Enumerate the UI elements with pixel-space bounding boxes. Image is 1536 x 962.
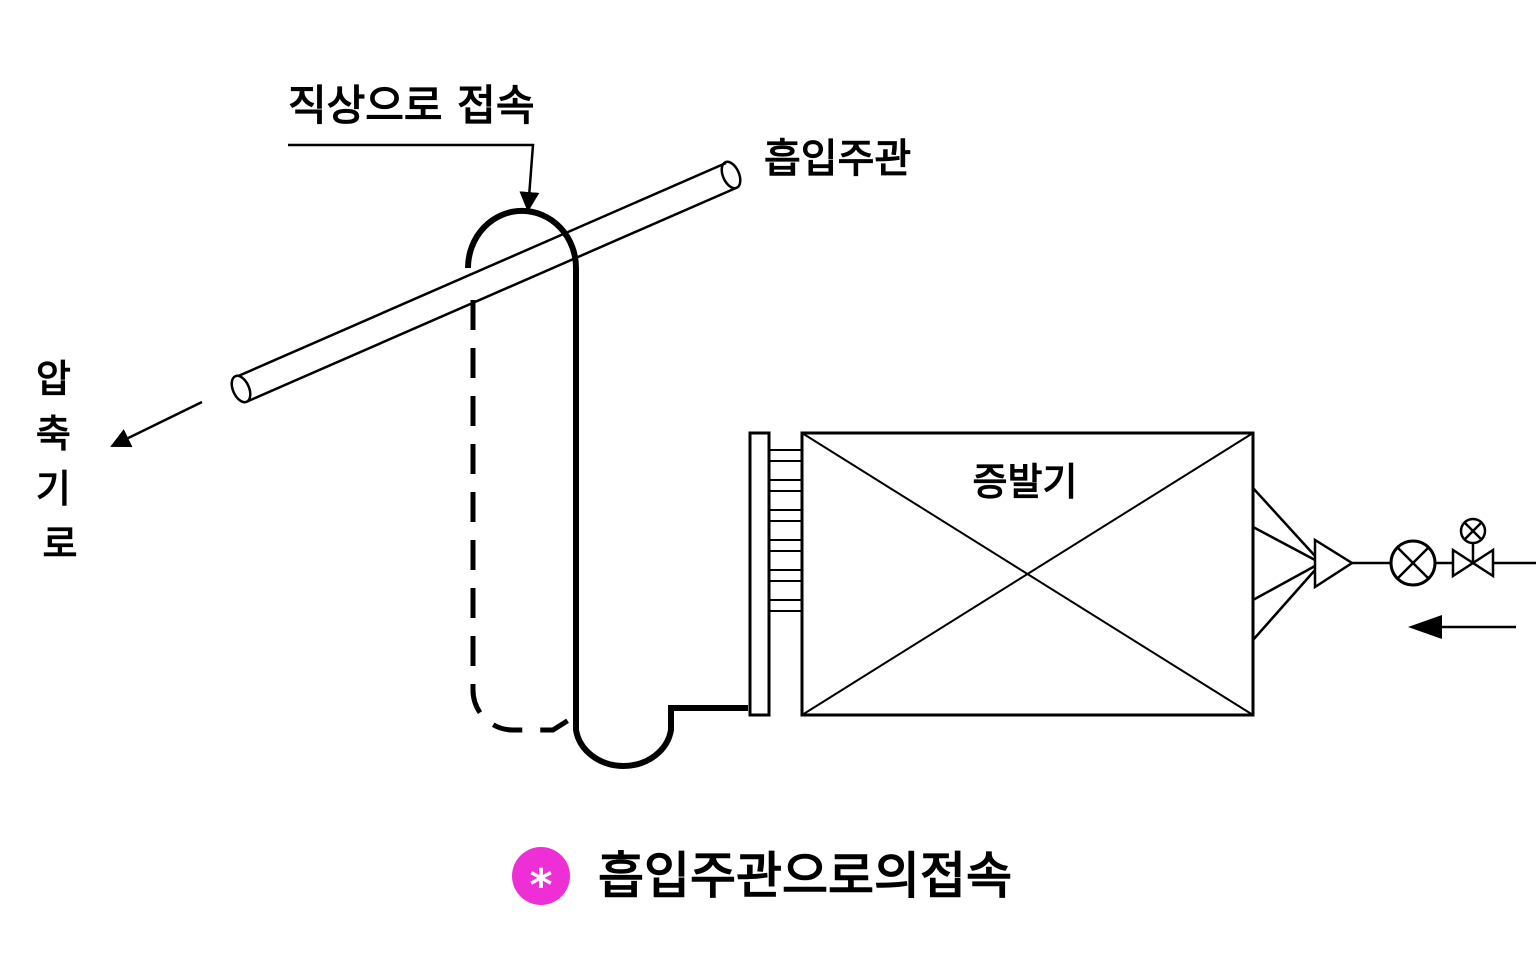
evaporator-tubes — [769, 449, 802, 612]
riser-loop-dashed — [470, 300, 577, 733]
riser-loop-solid — [465, 207, 748, 769]
asterisk-icon — [512, 847, 570, 905]
evaporator-header — [748, 431, 771, 717]
solenoid-valve-icon — [1451, 517, 1495, 579]
evaporator — [748, 431, 1255, 717]
to-compressor-char: 축 — [36, 412, 71, 456]
caption: * 흡입주관으로의접속 — [512, 847, 1012, 911]
riser-connection-callout — [288, 143, 540, 212]
evaporator-label: 증발기 — [973, 460, 1078, 504]
to-compressor-char: 압 — [36, 357, 71, 401]
to-compressor-arrow — [110, 400, 203, 448]
liquid-inflow-arrowhead — [1408, 615, 1442, 639]
to-compressor-char: 로 — [43, 522, 78, 566]
expansion-valve-icon — [1389, 539, 1437, 587]
suction-main-pipe — [230, 160, 742, 404]
to-compressor-char: 기 — [36, 467, 71, 511]
to-compressor-label: 압 축 기 로 — [36, 357, 84, 566]
asterisk-glyph: * — [529, 860, 552, 911]
caption-text: 흡입주관으로의접속 — [598, 847, 1012, 905]
refrigerant-distributor — [1252, 487, 1355, 641]
riser-connection-label: 직상으로 접속 — [288, 81, 534, 130]
suction-main-label: 흡입주관 — [764, 136, 911, 182]
